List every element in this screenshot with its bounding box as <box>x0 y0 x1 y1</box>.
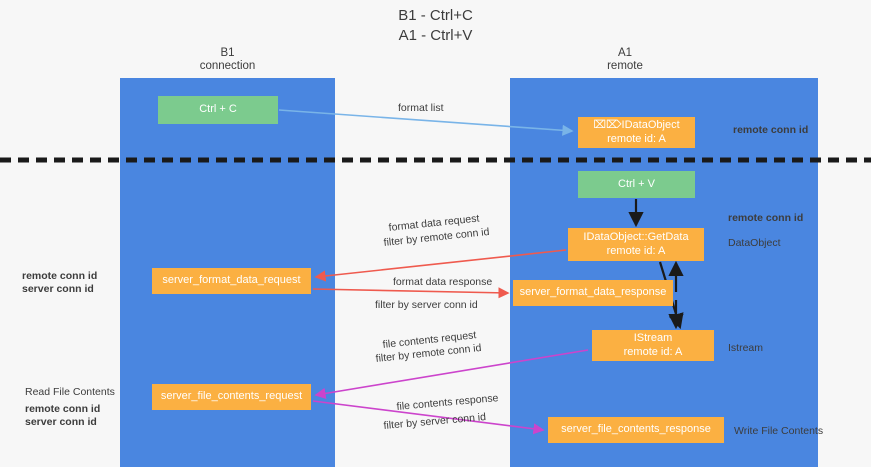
filter-prefix: filter by <box>383 416 421 432</box>
lane-b1-title: B1 <box>220 47 235 59</box>
box-idataobject-line1: ⌧⌦IDataObject <box>593 119 680 131</box>
annotation-left-read-file-contents: Read File Contents <box>25 386 115 398</box>
box-istream[interactable]: IStream remote id: A <box>592 330 714 361</box>
annotation-right-istream: Istream <box>728 342 764 354</box>
box-server-format-data-response[interactable]: server_format_data_response <box>513 280 673 306</box>
label-format-data-response: format data response <box>393 276 493 288</box>
filter-prefix: filter by <box>375 299 412 311</box>
annotation-left-remote-conn-id-2: remote conn id <box>25 403 101 415</box>
box-server-format-data-response-label: server_format_data_response <box>519 286 667 299</box>
box-getdata-line1: IDataObject::GetData <box>583 231 689 243</box>
box-server-format-data-request-label: server_format_data_request <box>162 274 301 287</box>
title-line-2: A1 - Ctrl+V <box>398 27 473 44</box>
box-ctrl-v-label: Ctrl + V <box>618 177 655 190</box>
box-getdata-line2: remote id: A <box>606 244 666 257</box>
lane-a1-title: A1 <box>617 47 633 59</box>
filter-prefix: filter by <box>383 233 421 249</box>
box-idataobject-getdata[interactable]: IDataObject::GetData remote id: A <box>568 228 704 261</box>
lane-header-b1: B1 connection <box>150 47 305 73</box>
arrow-format-list <box>278 109 574 136</box>
lane-a1-subtitle: remote <box>607 60 643 72</box>
annotation-left-server-conn-id-1: server conn id <box>22 283 94 295</box>
filter-key-server-conn-id: server conn id <box>411 299 478 311</box>
annotation-right-dataobject: DataObject <box>728 237 781 249</box>
box-idataobject[interactable]: ⌧⌦IDataObject remote id: A <box>578 117 695 148</box>
box-server-format-data-request[interactable]: server_format_data_request <box>152 268 311 294</box>
box-server-file-contents-request[interactable]: server_file_contents_request <box>152 384 311 410</box>
annotation-left-remote-conn-id-1: remote conn id <box>22 270 98 282</box>
box-ctrl-c-label: Ctrl + C <box>199 103 237 116</box>
filter-prefix: filter by <box>375 349 413 365</box>
arrow-format-data-request <box>314 249 567 282</box>
label-format-list: format list <box>398 102 444 114</box>
box-server-file-contents-response-label: server_file_contents_response <box>561 423 711 436</box>
arrow-format-data-response <box>312 287 510 299</box>
box-ctrl-v[interactable]: Ctrl + V <box>578 171 695 198</box>
page-title: B1 - Ctrl+C A1 - Ctrl+V <box>0 6 871 46</box>
arrow-file-contents-request <box>314 349 589 399</box>
lane-header-a1: A1 remote <box>545 47 705 73</box>
annotation-left-server-conn-id-2: server conn id <box>25 416 97 428</box>
label-format-data-response-filter: filter by server conn id <box>375 298 478 312</box>
box-ctrl-c[interactable]: Ctrl + C <box>158 96 278 124</box>
box-server-file-contents-request-label: server_file_contents_request <box>160 390 303 403</box>
annotation-right-remote-conn-id-top: remote conn id <box>733 124 809 136</box>
box-server-file-contents-response[interactable]: server_file_contents_response <box>548 417 724 443</box>
arrow-file-contents-response <box>312 400 545 435</box>
box-idataobject-line2: remote id: A <box>607 132 666 145</box>
lane-b1-subtitle: connection <box>199 60 256 72</box>
box-istream-line2: remote id: A <box>623 345 683 358</box>
box-istream-line1: IStream <box>633 332 673 344</box>
title-line-1: B1 - Ctrl+C <box>398 7 473 24</box>
annotation-right-remote-conn-id-mid: remote conn id <box>728 212 804 224</box>
annotation-right-write-file-contents: Write File Contents <box>734 425 824 437</box>
